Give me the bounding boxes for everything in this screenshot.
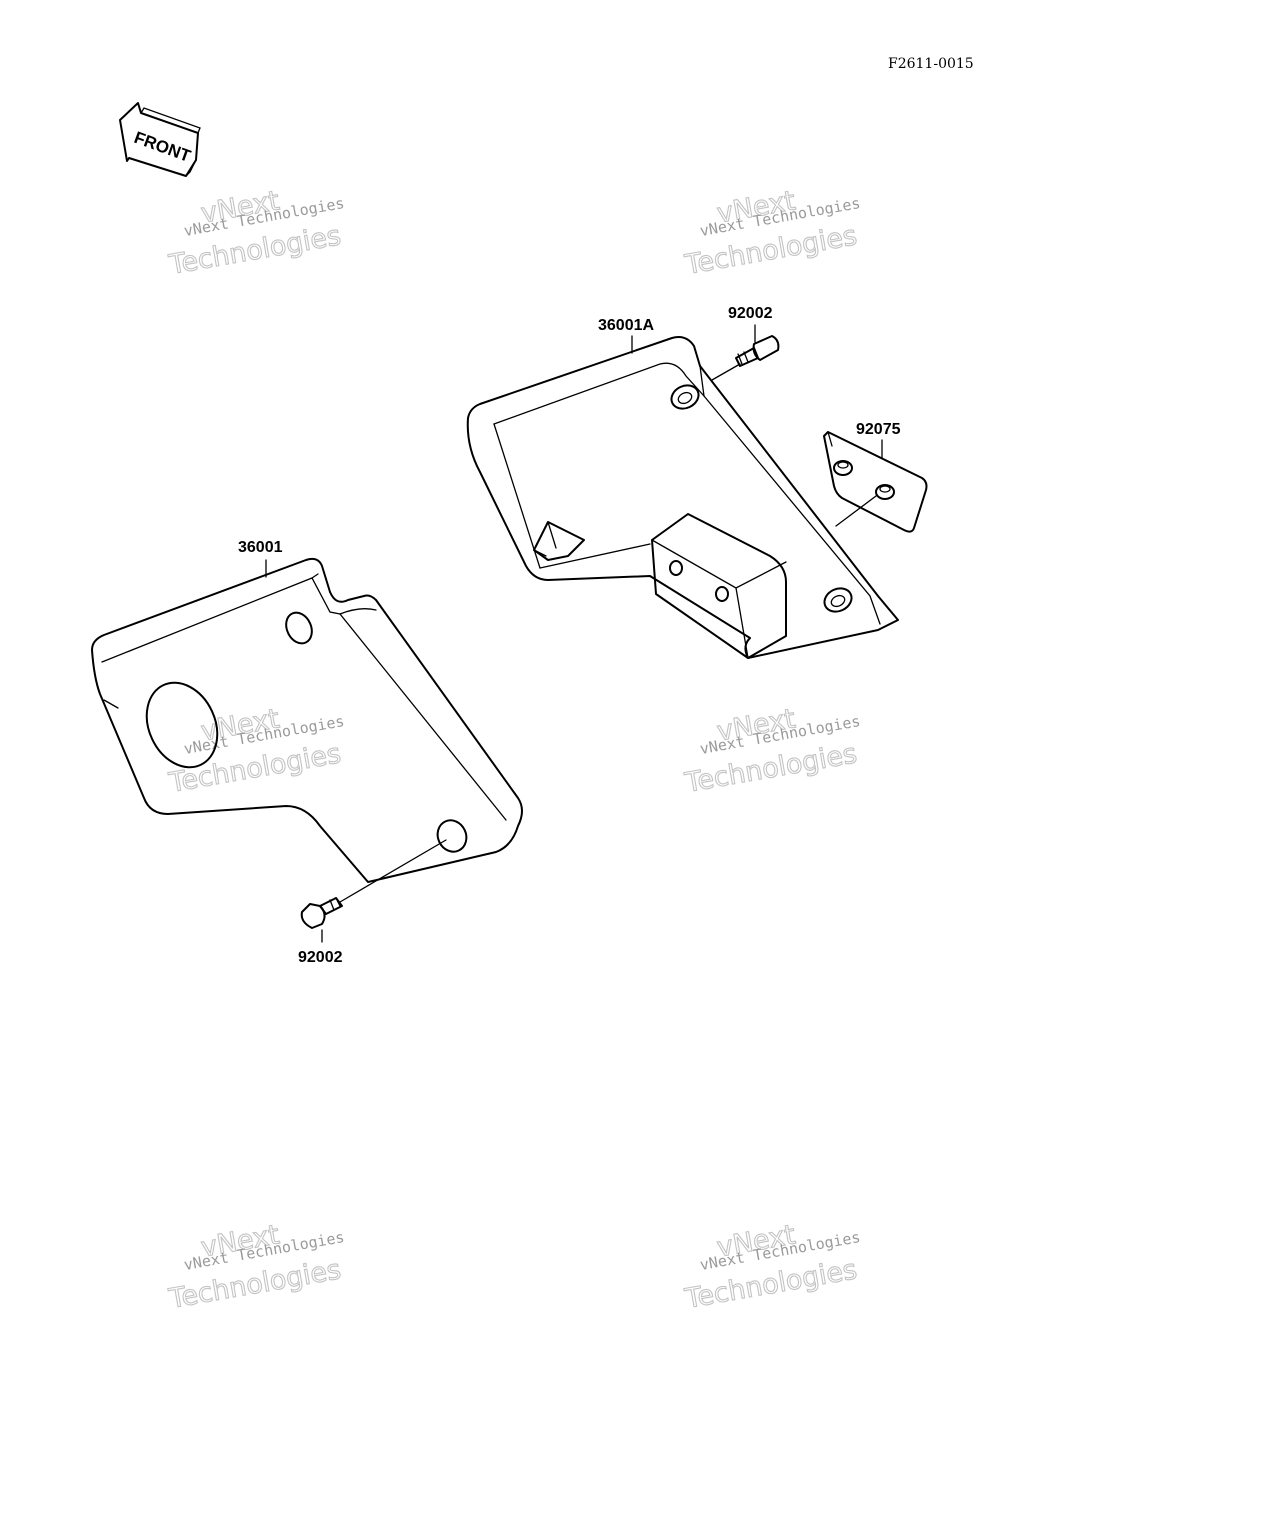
part-number-36001: 36001 (238, 539, 283, 556)
side-cover-right[interactable] (466, 336, 899, 659)
part-number-36001a: 36001A (598, 317, 654, 334)
side-cover-left[interactable] (91, 557, 523, 883)
watermark: vNext vNext Technologies Technologies (682, 1219, 862, 1316)
watermark: vNext vNext Technologies Technologies (682, 703, 862, 800)
front-label: FRONT (132, 128, 194, 166)
watermark: vNext vNext Technologies Technologies (166, 1219, 346, 1316)
watermark-group: vNext vNext Technologies Technologies vN… (166, 185, 862, 1316)
part-number-92002-right: 92002 (728, 305, 773, 322)
part-number-92002-left: 92002 (298, 949, 343, 966)
drawing-code: F2611-0015 (888, 56, 974, 72)
part-number-92075: 92075 (856, 421, 901, 438)
bolt-right[interactable] (735, 335, 780, 367)
watermark: vNext vNext Technologies Technologies (166, 185, 346, 282)
leader-lines (265, 324, 883, 943)
front-arrow-icon: FRONT (119, 102, 201, 177)
bolt-left[interactable] (300, 897, 343, 929)
damper-plate[interactable] (823, 431, 928, 533)
watermark: vNext vNext Technologies Technologies (166, 703, 346, 800)
watermark: vNext vNext Technologies Technologies (682, 185, 862, 282)
